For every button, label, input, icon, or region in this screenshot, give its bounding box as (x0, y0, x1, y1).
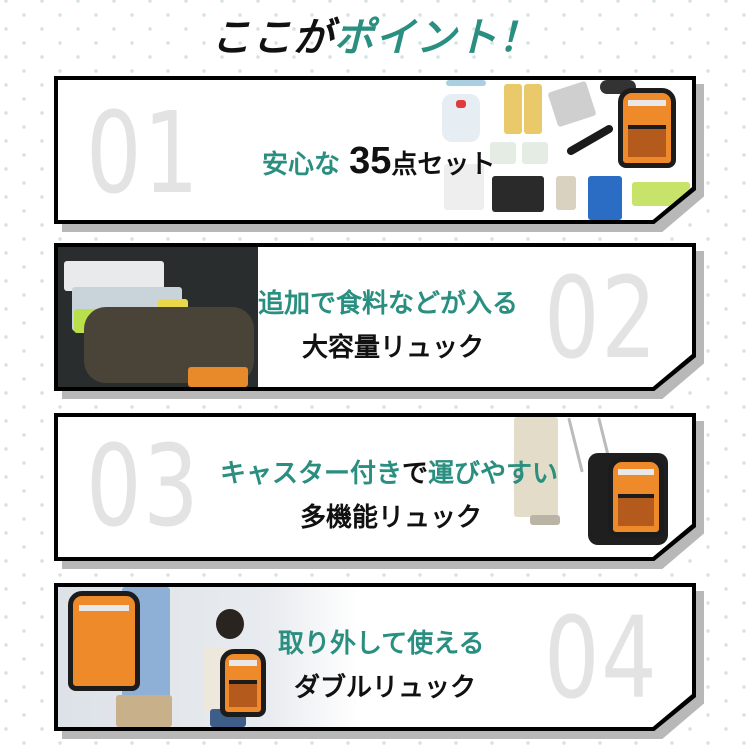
point-card-03: 03 キャスター付きで運びやすい 多機能リュック (54, 413, 704, 569)
point-title: 追加で食料などが入る (258, 289, 519, 319)
point-title-b: で (402, 459, 429, 489)
point-card-02: 02 追加で食料などが入る 大容量リュック (54, 243, 704, 399)
card-inner: 04 取り外して使える ダブルリュック (58, 587, 692, 727)
point-title-rest: 点セット (391, 150, 496, 180)
child-backpack-icon (220, 649, 266, 717)
point-number: 03 (86, 422, 201, 552)
heading-dark: ここが (211, 15, 334, 61)
rolling-backpack-icon (618, 88, 676, 168)
point-title: 安心な 35点セット (262, 140, 495, 183)
point-number: 04 (544, 594, 659, 724)
adult-backpack-icon (68, 591, 140, 691)
point-title-c: 運びやすい (428, 459, 559, 489)
card-inner: 01 安心な 35点セット (58, 80, 692, 220)
point-title-accent: 安心な (262, 150, 341, 180)
point-title: 取り外して使える (278, 629, 485, 659)
point-subtitle: ダブルリュック (294, 673, 477, 703)
point-number: 02 (544, 254, 659, 384)
point-subtitle: 大容量リュック (302, 333, 485, 363)
point-title: キャスター付きで運びやすい (220, 453, 558, 490)
adult-child-backpacks-image (58, 587, 358, 727)
point-card-04: 04 取り外して使える ダブルリュック (54, 583, 704, 739)
open-backpack-image (58, 247, 258, 387)
card-inner: 02 追加で食料などが入る 大容量リュック (58, 247, 692, 387)
heading-accent: ポイント！ (334, 15, 539, 61)
point-number: 01 (86, 89, 201, 219)
point-title-a: キャスター付き (220, 459, 403, 489)
wheeled-backpack-icon (608, 457, 664, 537)
wheeled-backpack-image (508, 417, 688, 557)
point-count: 35 (349, 140, 392, 182)
page-heading: ここがポイント！ (0, 8, 750, 68)
point-card-01: 01 安心な 35点セット (54, 76, 704, 232)
kit-items-image (442, 80, 692, 220)
card-inner: 03 キャスター付きで運びやすい 多機能リュック (58, 417, 692, 557)
point-subtitle: 多機能リュック (300, 503, 483, 533)
